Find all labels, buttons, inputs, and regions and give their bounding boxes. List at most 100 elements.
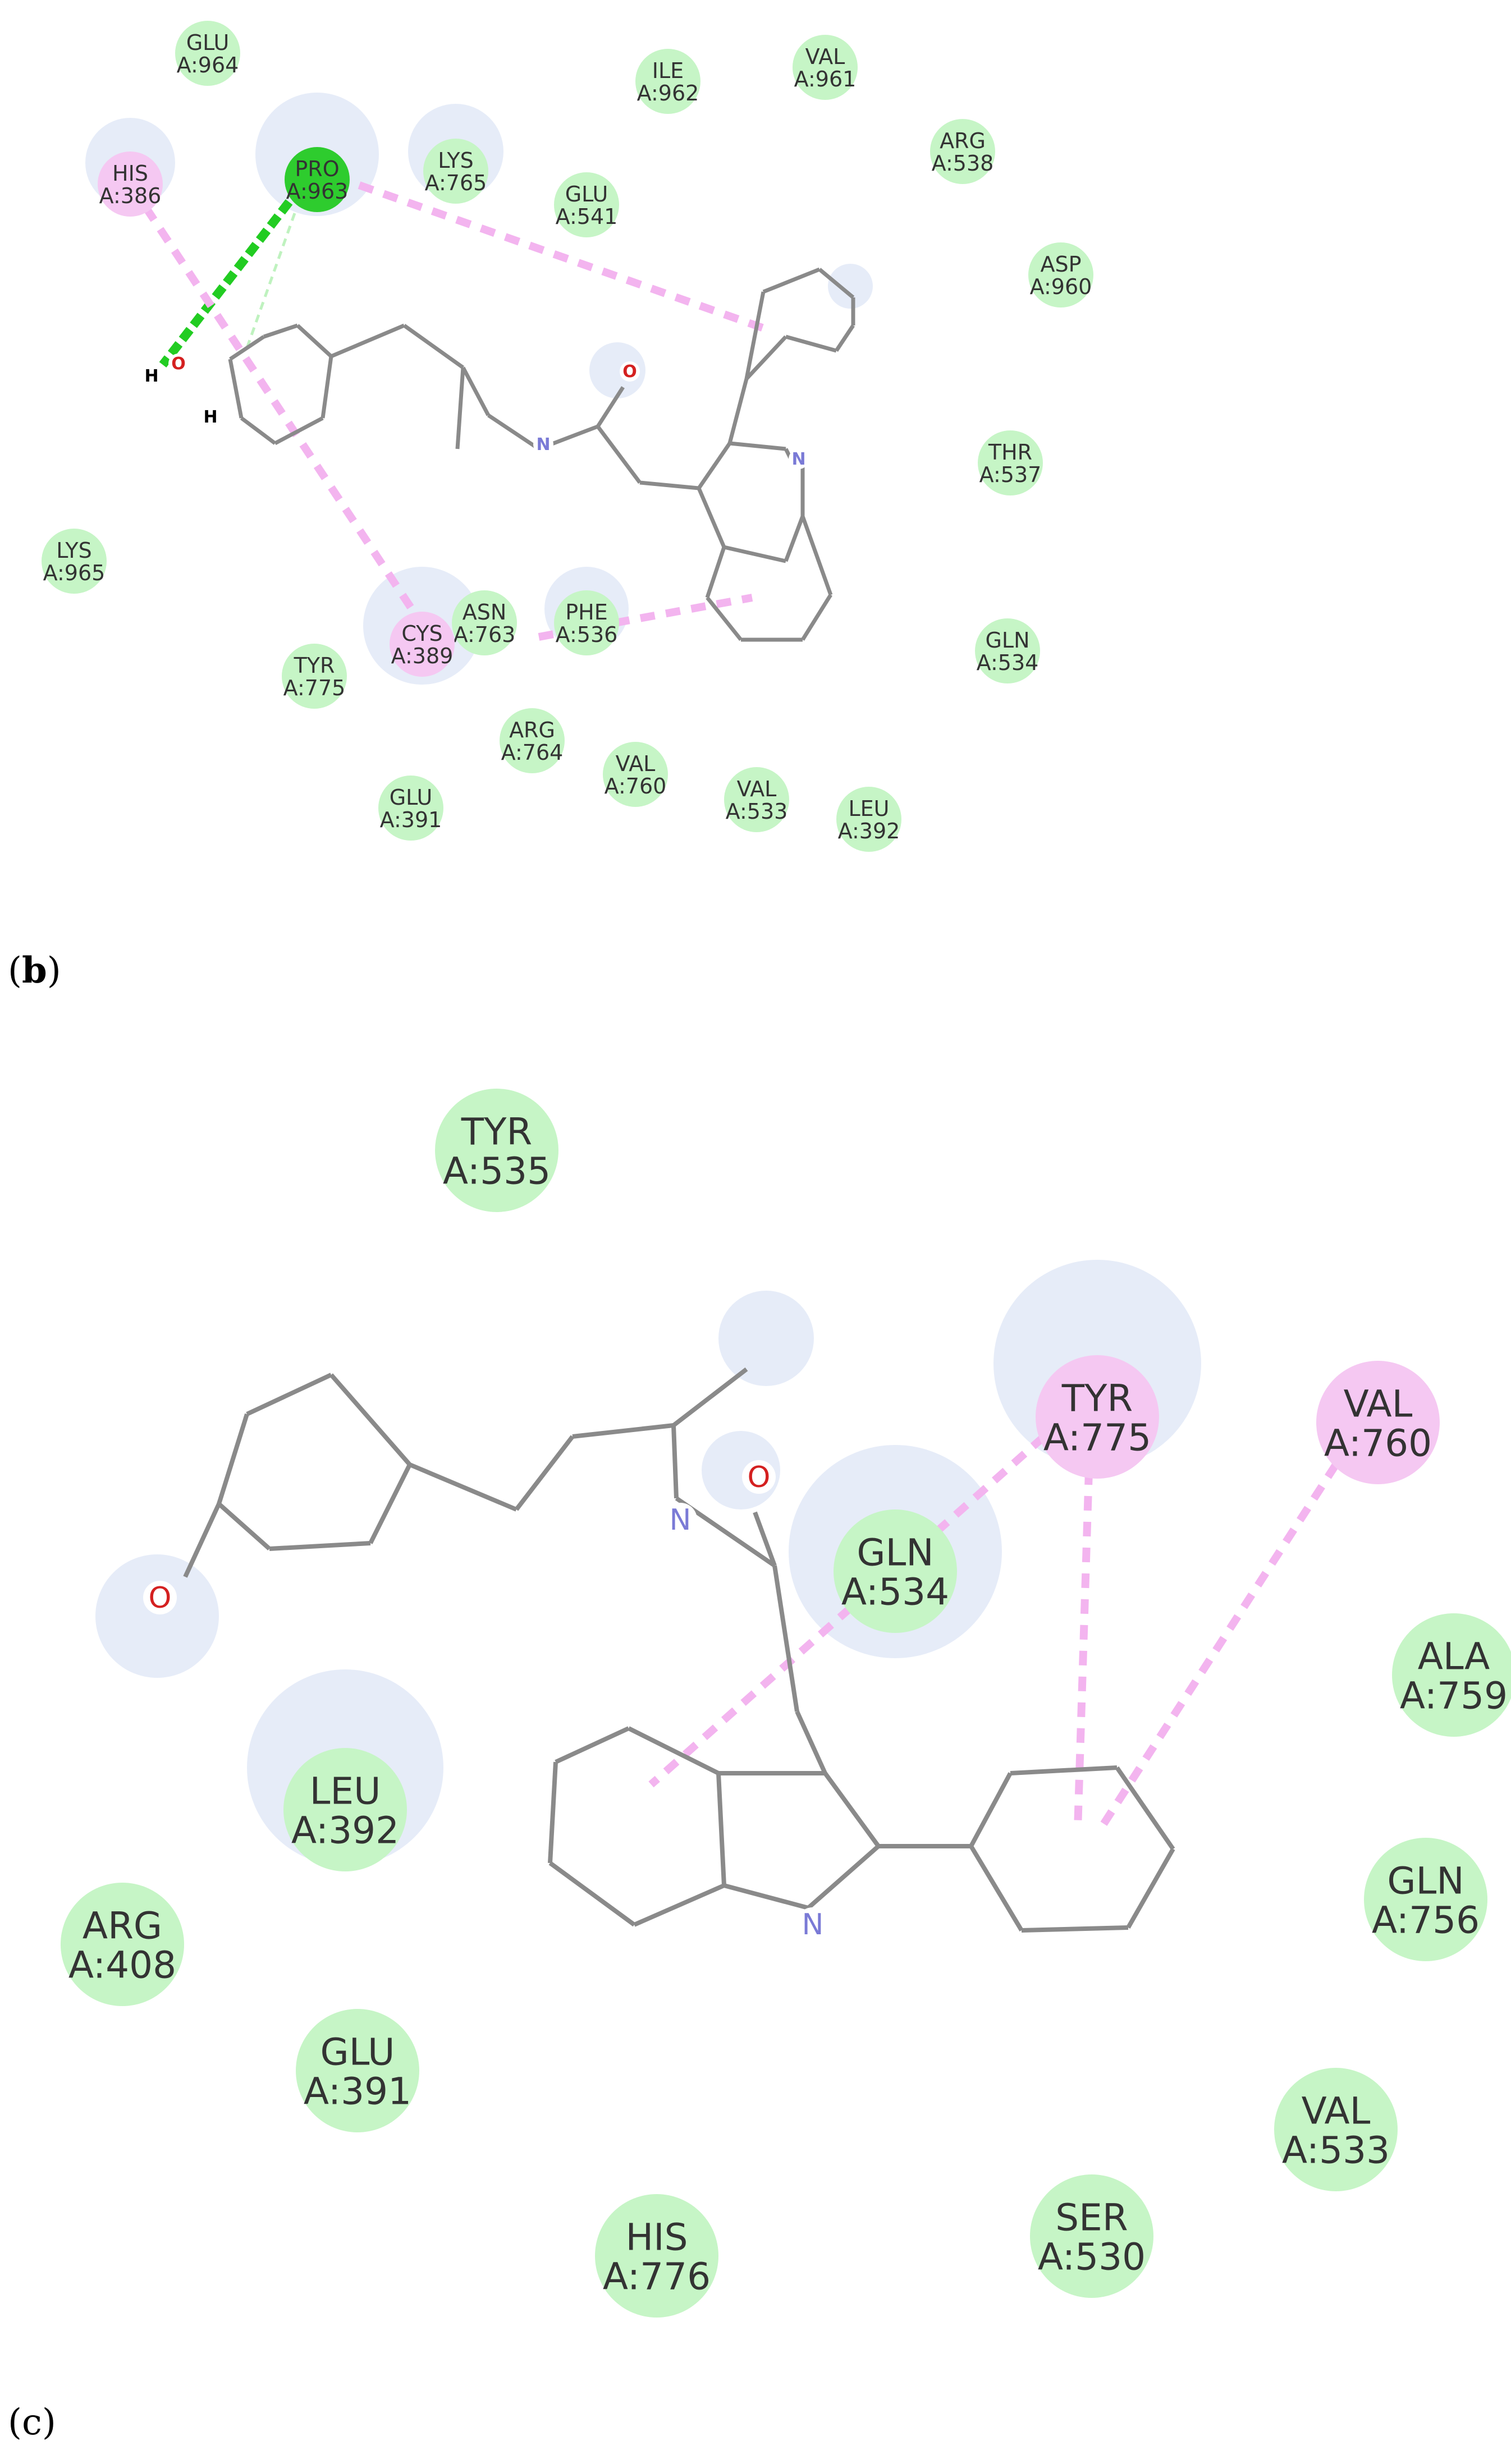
residue-disc [435,1089,558,1212]
ligand-bond [672,1367,748,1428]
ligand-bond [330,323,405,359]
ligand-bond [818,268,855,299]
residue-disc [283,1748,407,1871]
residue-disc [1030,2174,1153,2298]
atom-bg [533,434,553,455]
ligand-bond [1021,1925,1129,1933]
panel-label-c: (c) [8,2402,56,2443]
ligand-bond [628,1726,720,1775]
residue-id: A:391 [380,807,442,832]
ligand-bond [228,359,244,419]
ligand-bond [697,442,731,489]
residue-disc [793,35,858,100]
ligand-bond [274,416,324,446]
atom-bg [796,1907,830,1941]
residue-name: GLN [857,1531,933,1575]
halo [828,264,873,309]
ligand-bond [705,546,726,599]
residue-name: ARG [509,718,555,742]
residue-name: VAL [616,751,656,776]
atom-bg [620,361,640,382]
ligand-bond [729,441,786,451]
ligand-bond [240,416,277,445]
ligand-bond [320,356,333,419]
ligand-bond [727,378,749,444]
residue-id: A:963 [286,179,349,204]
residue-disc [834,1509,957,1633]
ligand-bond [487,414,540,451]
residue-id: A:392 [291,1809,399,1852]
halo-layer [85,93,1201,1866]
residue-id: A:775 [1043,1416,1151,1460]
residue-disc [978,430,1043,495]
residue-name: VAL [737,777,777,801]
ligand-bond [229,335,265,361]
alkyl-interaction-line [1074,1470,1093,1830]
alkyl-interaction-line [143,205,424,625]
halo [718,1291,814,1386]
residue-name: LYS [438,148,473,173]
residue-id: A:392 [838,819,900,843]
ligand-bond [1010,1765,1118,1775]
ligand-bond [572,1423,674,1439]
ligand-bond [596,386,625,428]
ligand-bond [823,1772,881,1848]
ligand-bond [329,1373,412,1466]
residue-disc [1274,2068,1398,2191]
hbond-line [159,199,293,368]
residue-name: TYR [461,1111,533,1154]
residue-disc [175,21,240,86]
ligand-bond [785,334,837,353]
residue-id: A:961 [794,67,857,91]
residue-id: A:960 [1030,274,1092,299]
residue-name: ARG [83,1905,162,1948]
residue-disc [1316,1361,1440,1484]
ligand-bond [801,594,832,641]
residue-id: A:386 [99,183,162,208]
residue-disc [724,767,789,832]
ligand-bond [217,1413,249,1505]
residue-id: A:541 [556,204,618,229]
ligand-bond [969,1772,1013,1847]
residue-name: PHE [565,600,608,625]
atom-h: H [144,366,158,386]
residue-id: A:389 [391,644,454,668]
ligand-bond [762,267,821,294]
alkyl-interaction-line [648,1433,1047,1788]
residue-name: VAL [1302,2090,1371,2133]
ligand-bond [697,487,726,548]
residue-id: A:408 [68,1944,176,1987]
residue-name: LYS [56,538,91,563]
residue-name: GLU [320,2031,395,2074]
ligand-bond [772,1565,799,1712]
residue-id: A:775 [283,676,346,700]
residue-name: CYS [401,621,442,646]
residue-name: TYR [294,653,335,678]
residue-id: A:964 [177,53,239,77]
residue-name: ILE [652,58,684,83]
residue-name: GLU [390,785,433,810]
ligand-bond [807,1844,880,1910]
residue-name: GLN [985,628,1029,653]
ligand-bond [835,324,855,352]
residue-name: TYR [1061,1377,1133,1420]
ligand-bond [296,324,333,358]
atom-o: O [149,1581,172,1615]
residue-name: LEU [310,1770,381,1813]
residue-id: A:965 [43,561,106,585]
